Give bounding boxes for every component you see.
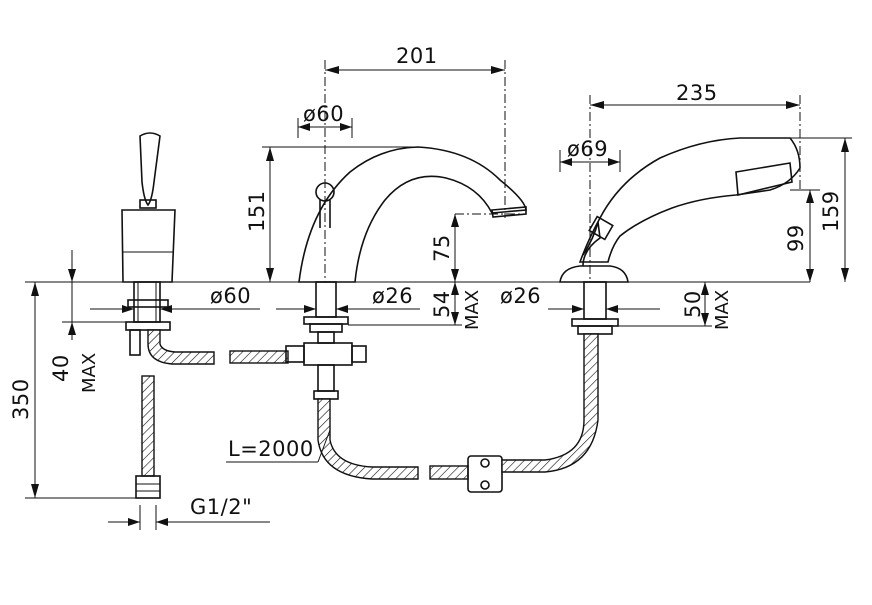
dim-shower-height: 159 bbox=[819, 190, 843, 232]
bath-spout-icon bbox=[285, 146, 527, 480]
dim-spout-height: 151 bbox=[245, 190, 269, 232]
dim-mixer-shank-dia: ø60 bbox=[210, 284, 251, 308]
dim-shower-holder-height: 99 bbox=[784, 224, 808, 252]
dim-mixer-deck-max: 40 bbox=[49, 354, 73, 382]
dim-hose-length: L=2000 bbox=[228, 437, 314, 461]
hose-coupling-icon bbox=[429, 455, 503, 493]
dim-connection: G1/2" bbox=[190, 495, 252, 519]
mixer-lever-icon bbox=[139, 132, 161, 207]
dim-spout-shank-dia: ø26 bbox=[372, 284, 413, 308]
dim-spout-outlet-height: 75 bbox=[430, 234, 454, 262]
dim-shower-shank-dia: ø26 bbox=[500, 284, 541, 308]
braided-hose-icon bbox=[147, 329, 215, 365]
dim-overall-depth: 350 bbox=[9, 378, 33, 420]
dim-shower-reach: 235 bbox=[676, 81, 718, 105]
dim-spout-base-dia: ø60 bbox=[303, 102, 344, 126]
hand-shower-icon bbox=[501, 137, 801, 473]
dimension-lines bbox=[25, 66, 852, 530]
dim-shower-deck-max-label: MAX bbox=[712, 290, 733, 330]
dim-mixer-deck-max-label: MAX bbox=[79, 353, 100, 393]
dim-shower-deck-max: 50 bbox=[681, 290, 705, 318]
dim-shower-base-dia: ø69 bbox=[567, 137, 608, 161]
dim-spout-deck-max-label: MAX bbox=[462, 290, 483, 330]
dim-spout-deck-max: 54 bbox=[430, 290, 454, 318]
mixer-valve bbox=[121, 132, 289, 499]
dim-spout-reach: 201 bbox=[396, 44, 438, 68]
mixer-body bbox=[121, 209, 176, 283]
